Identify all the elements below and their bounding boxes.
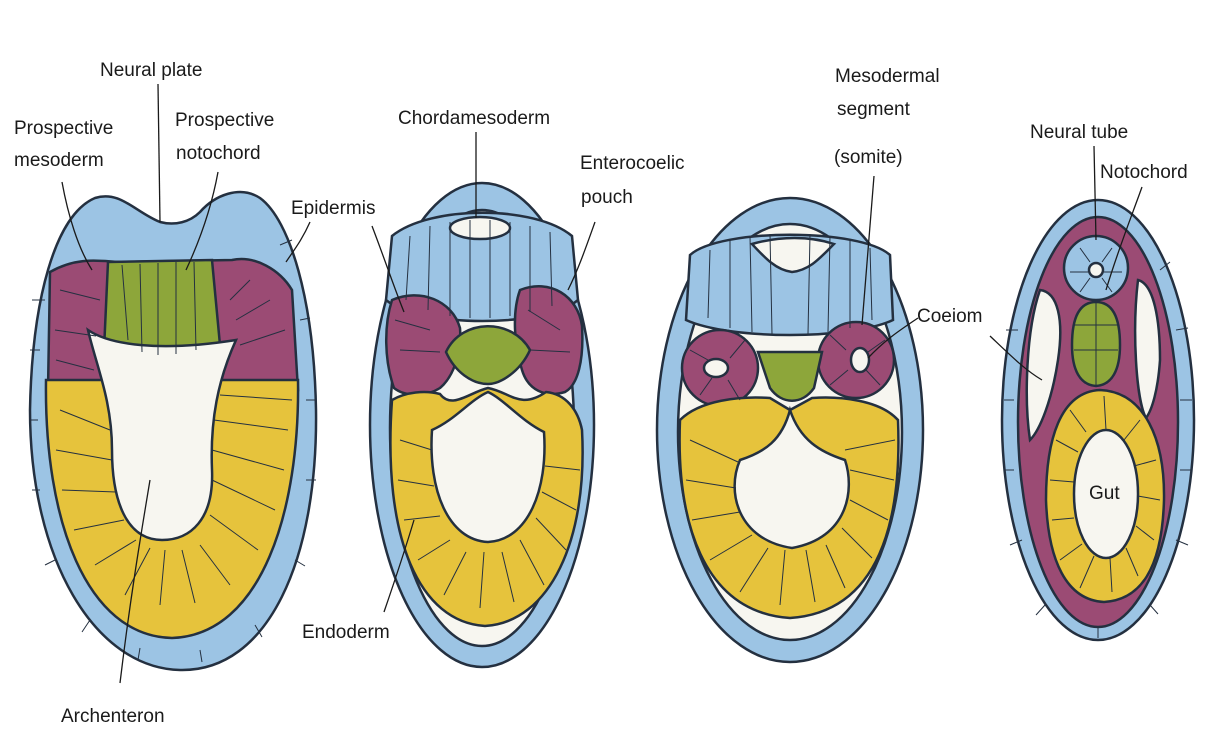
label-epidermis: Epidermis: [291, 198, 375, 219]
label-mesodermal-line2: segment: [837, 99, 911, 120]
stage3-coelom-right: [851, 348, 869, 372]
label-gut: Gut: [1089, 483, 1120, 504]
leader-neural-plate: [158, 84, 160, 222]
stage2-top-cavity: [450, 217, 510, 239]
label-prospective-notochord-line1: Prospective: [175, 110, 274, 131]
label-mesodermal-line1: Mesodermal: [835, 66, 940, 87]
label-endoderm: Endoderm: [302, 622, 390, 643]
stage-4-embryo: [1002, 200, 1194, 640]
label-chordamesoderm: Chordamesoderm: [398, 108, 550, 129]
stage3-coelom-left: [704, 359, 728, 377]
label-prospective-mesoderm-line2: mesoderm: [14, 150, 104, 171]
label-prospective-mesoderm-line1: Prospective: [14, 118, 113, 139]
label-neural-plate: Neural plate: [100, 60, 202, 81]
label-enterocoelic-line2: pouch: [581, 187, 633, 208]
label-mesodermal-line3: (somite): [834, 147, 903, 168]
label-notochord: Notochord: [1100, 162, 1188, 183]
label-neural-tube: Neural tube: [1030, 122, 1128, 143]
stage-2-embryo: [370, 183, 594, 667]
label-coelom: Coeiom: [917, 306, 982, 327]
stage4-neural-canal: [1089, 263, 1103, 277]
label-enterocoelic-line1: Enterocoelic: [580, 153, 685, 174]
label-prospective-notochord-line2: notochord: [176, 143, 261, 164]
stage2-mesoderm-right: [515, 286, 582, 394]
stage-1-embryo: [30, 192, 316, 670]
stage-3-embryo: [657, 198, 923, 662]
label-archenteron: Archenteron: [61, 706, 165, 727]
